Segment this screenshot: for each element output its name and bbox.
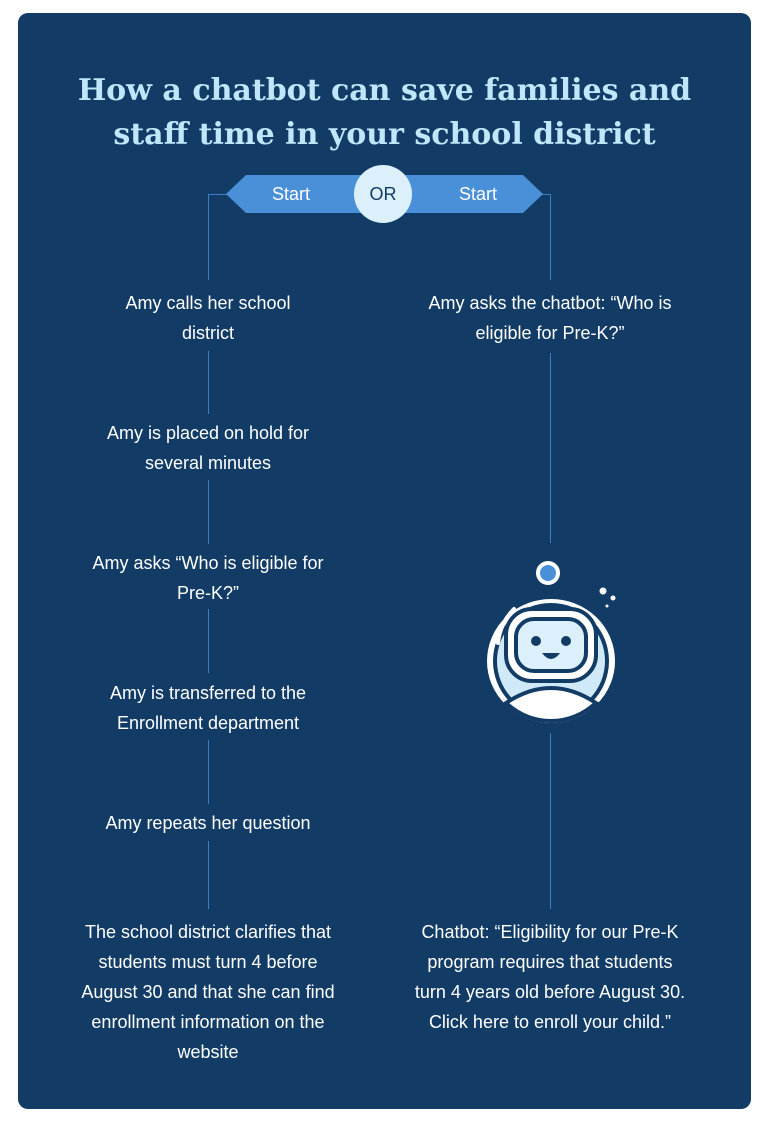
connector-left-horizontal (208, 194, 230, 195)
robot-icon (483, 561, 619, 727)
infographic-title: How a chatbot can save families and staf… (18, 69, 751, 157)
chatbot-step-1: Amy asks the chatbot: “Who is eligible f… (428, 293, 672, 343)
connector-left-4 (208, 740, 209, 804)
or-label: OR (369, 183, 397, 204)
phone-step-5: Amy repeats her question (105, 813, 311, 833)
start-right-label: Start (458, 183, 497, 204)
start-left-label: Start (271, 183, 310, 204)
phone-step-2: Amy is placed on hold for several minute… (106, 423, 310, 473)
connector-right-1 (550, 353, 551, 543)
phone-step-4: Amy is transferred to the Enrollment dep… (109, 683, 307, 733)
infographic-card: How a chatbot can save families and staf… (18, 13, 751, 1109)
connector-left-vertical-top (208, 194, 209, 280)
connector-left-1 (208, 351, 209, 414)
connector-left-2 (208, 480, 209, 544)
connector-right-2 (550, 733, 551, 909)
connector-left-5 (208, 841, 209, 909)
start-banner-left: Start (226, 175, 376, 213)
phone-step-3: Amy asks “Who is eligible for Pre-K?” (92, 553, 324, 603)
title-line-2: staff time in your school district (113, 117, 656, 152)
title-line-1: How a chatbot can save families and (77, 73, 692, 108)
phone-step-1: Amy calls her school district (125, 293, 291, 343)
connector-left-3 (208, 609, 209, 673)
start-banner-right: Start (393, 175, 543, 213)
phone-step-6: The school district clarifies that stude… (81, 922, 335, 1062)
chatbot-step-2: Chatbot: “Eligibility for our Pre-K prog… (414, 922, 686, 1032)
connector-right-vertical-top (550, 194, 551, 280)
or-badge: OR (354, 165, 412, 223)
